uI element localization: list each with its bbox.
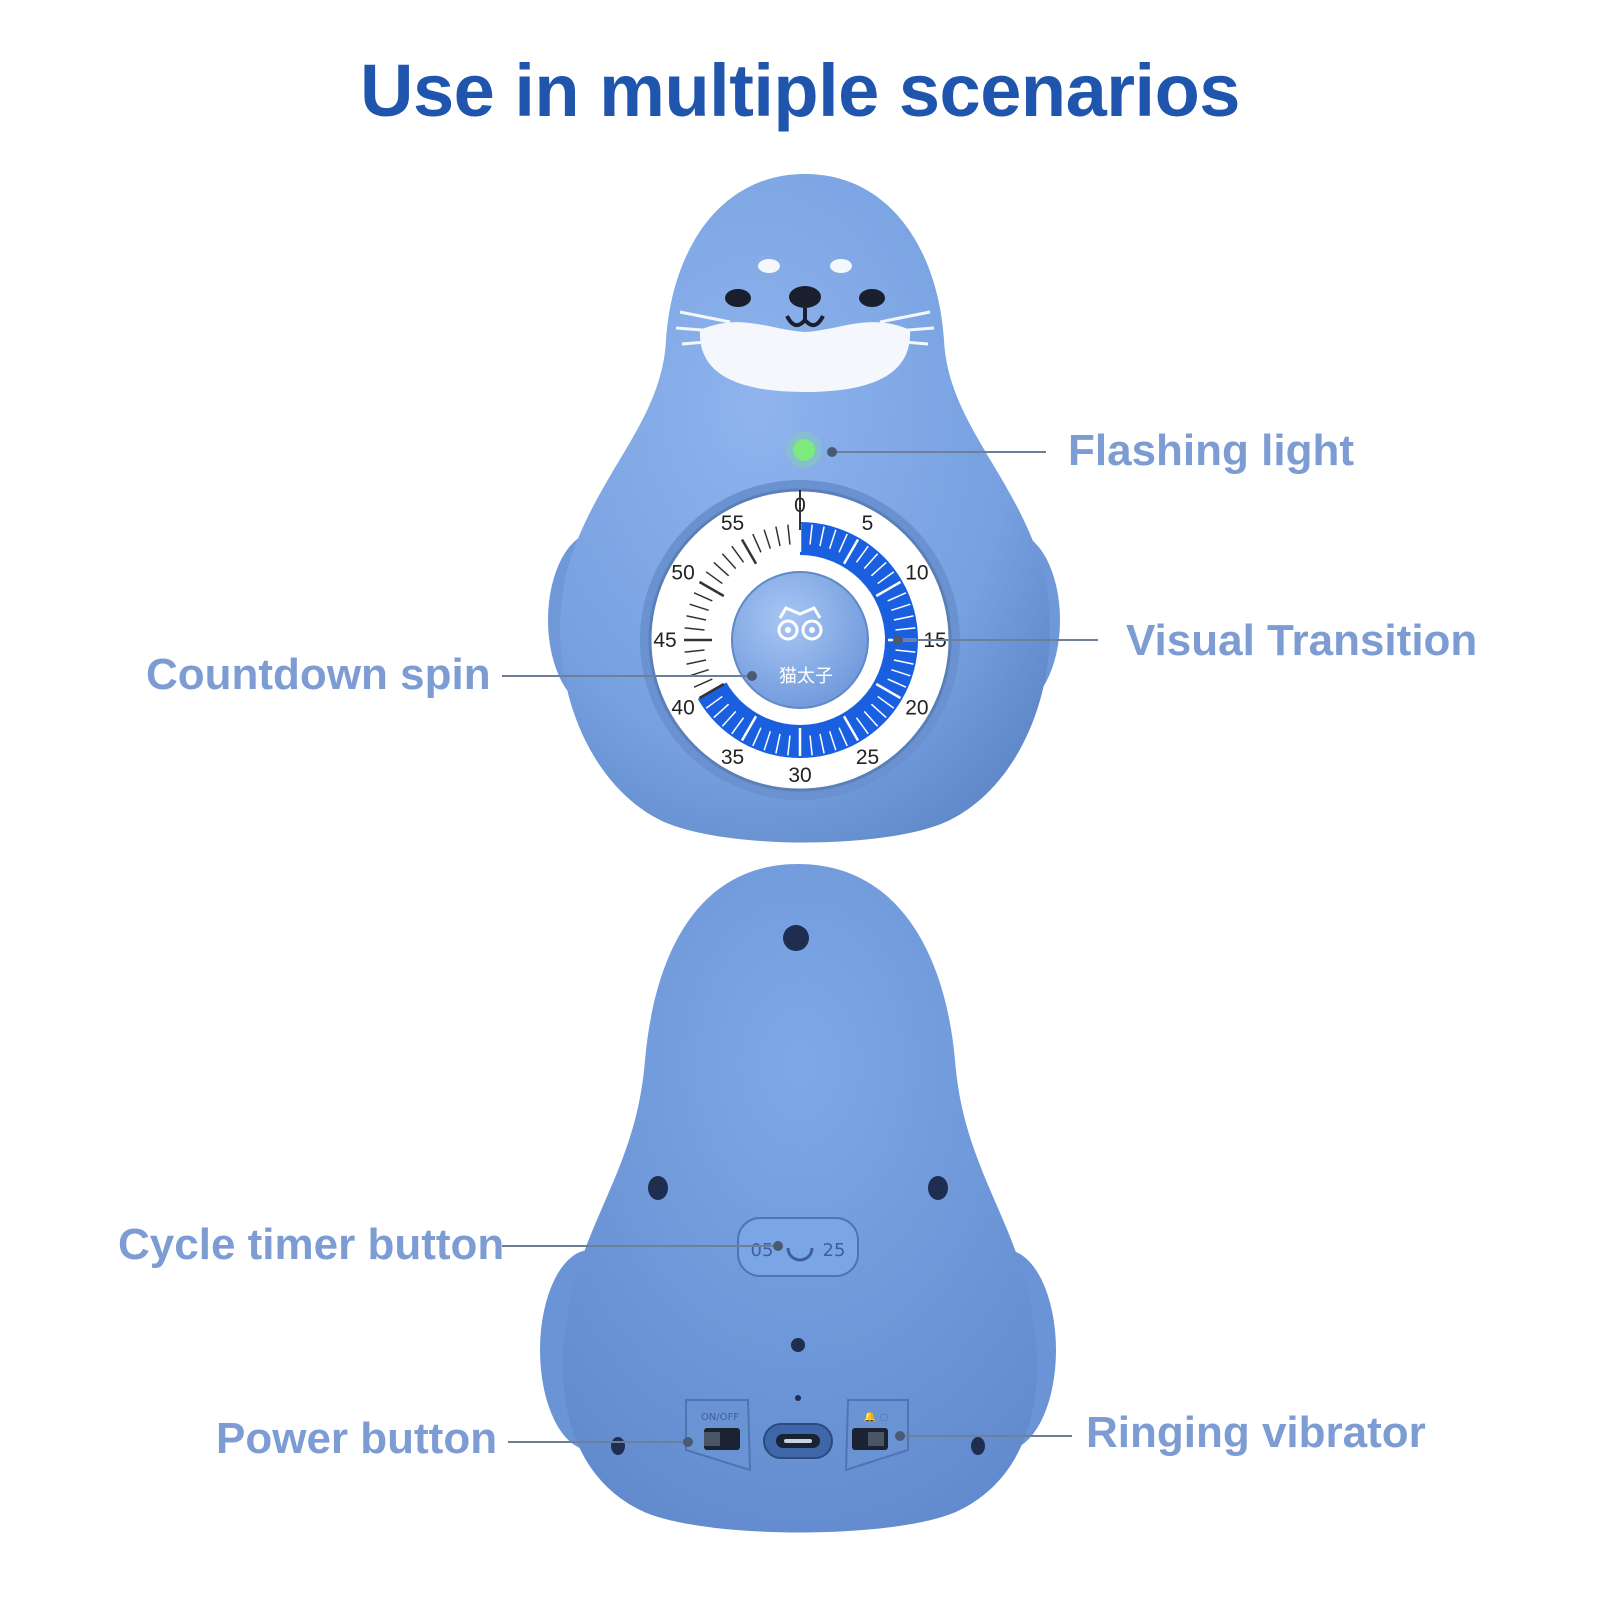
face-mask (699, 322, 911, 392)
dial-tick (713, 561, 730, 577)
page-title: Use in multiple scenarios (360, 49, 1240, 132)
dial-tick (891, 668, 911, 677)
leader-dots (683, 447, 905, 1447)
dial-tick (740, 715, 758, 742)
dial-number: 10 (905, 562, 928, 585)
dial-number: 25 (856, 746, 879, 769)
dial-tick (787, 735, 791, 756)
dial-number: 30 (788, 764, 811, 787)
dial-ticks (684, 524, 916, 756)
dial-tick (763, 731, 772, 751)
dial-tick (686, 659, 707, 665)
dial-tick (752, 533, 762, 553)
dial-tick (689, 603, 709, 612)
dial-number: 55 (721, 512, 744, 535)
dial-tick (731, 717, 745, 735)
cycle-right-label: 25 (823, 1240, 846, 1261)
dial-tick (828, 529, 837, 549)
dial-tick (775, 733, 781, 754)
dial-tick (842, 538, 860, 565)
right-eye (859, 289, 885, 307)
owl-logo-icon (777, 606, 823, 641)
dial-tick (809, 524, 813, 545)
dial-tick (689, 668, 709, 677)
dial-tick (763, 529, 772, 549)
dial-tick (787, 524, 791, 545)
mouth (785, 308, 825, 328)
dial-tick (721, 710, 737, 727)
dial-tick (819, 733, 825, 754)
dial-number: 20 (905, 697, 928, 720)
cycle-icon (786, 1247, 814, 1262)
dial-tick (731, 545, 745, 563)
back-body (562, 864, 1038, 1533)
ring-switch-label: 🔔 ◌ (864, 1411, 888, 1423)
dial-number: 40 (671, 697, 694, 720)
dial-tick (875, 682, 902, 700)
dial-tick (686, 615, 707, 621)
callout-visual-transition: Visual Transition (1126, 616, 1478, 665)
dial-number: 50 (671, 562, 694, 585)
dial-tick (809, 735, 813, 756)
dial-tick (698, 682, 725, 700)
right-brow (830, 259, 852, 273)
dial-number: 35 (721, 746, 744, 769)
dial-tick (855, 545, 869, 563)
dial-tick (891, 603, 911, 612)
dial-tick (887, 592, 907, 602)
front-timer: 0510152025303540455055 猫太子 (548, 174, 1060, 843)
dial-tick (895, 627, 916, 631)
dial-tick (838, 533, 848, 553)
dial-tick (713, 703, 730, 719)
dial-tick (740, 538, 758, 565)
cycle-left-label: 05 (751, 1240, 774, 1261)
dial-tick (863, 553, 879, 570)
callout-cycle-timer-button: Cycle timer button (118, 1220, 505, 1269)
dial-tick (877, 571, 895, 585)
dial-tick (838, 727, 848, 747)
back-timer: 05 25 ON/OFF 🔔 ◌ (540, 864, 1056, 1533)
dial-number: 5 (862, 512, 874, 535)
top-hole (783, 925, 809, 951)
dial-tick (684, 649, 705, 653)
dial-tick (893, 659, 914, 665)
power-switch-label: ON/OFF (701, 1412, 739, 1423)
dial-tick (875, 580, 902, 598)
dial-tick (870, 561, 887, 577)
dial-tick (721, 553, 737, 570)
whiskers (675, 310, 935, 346)
dial-tick (828, 731, 837, 751)
callout-power-button: Power button (216, 1414, 498, 1463)
leader-lines (502, 451, 1098, 1443)
callout-flashing-light: Flashing light (1068, 426, 1354, 475)
nose-icon (789, 286, 821, 308)
dial-number: 45 (653, 629, 676, 652)
dial-tick (842, 715, 860, 742)
dial-tick (752, 727, 762, 747)
dial-tick (887, 678, 907, 688)
dial-tick (693, 678, 713, 688)
dial-tick (870, 703, 887, 719)
dial-tick (705, 571, 723, 585)
callout-countdown-spin: Countdown spin (146, 650, 491, 699)
dial-tick (855, 717, 869, 735)
flashing-led (793, 439, 815, 461)
dial-tick (819, 526, 825, 547)
dial-tick (705, 695, 723, 709)
dial-numbers: 0510152025303540455055 (653, 494, 946, 787)
dial-tick (684, 627, 705, 631)
dial-tick (863, 710, 879, 727)
left-brow (758, 259, 780, 273)
dial-tick (775, 526, 781, 547)
dial-tick (693, 592, 713, 602)
knob-brand-text: 猫太子 (779, 666, 833, 687)
dial-tick (877, 695, 895, 709)
callout-ringing-vibrator: Ringing vibrator (1086, 1408, 1426, 1457)
left-eye (725, 289, 751, 307)
countdown-knob[interactable] (731, 571, 869, 709)
dial-tick (893, 615, 914, 621)
dial-tick (895, 649, 916, 653)
dial-tick (698, 580, 725, 598)
